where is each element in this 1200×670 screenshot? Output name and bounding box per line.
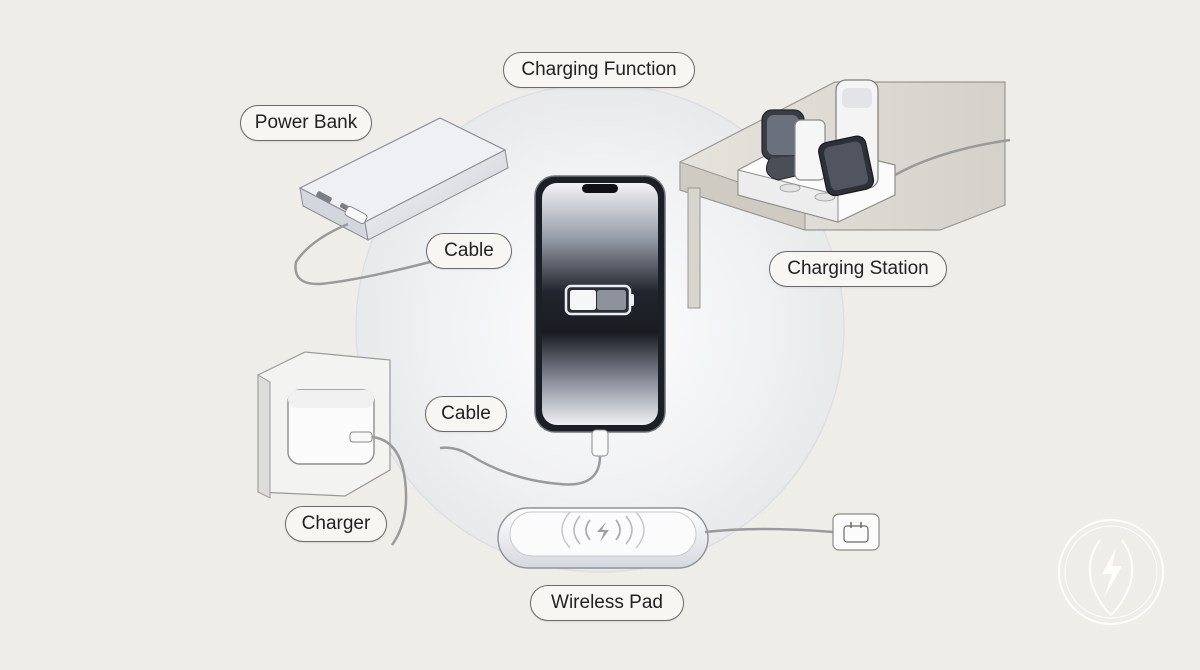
- label-charger: Charger: [285, 506, 387, 542]
- label-charging-function: Charging Function: [503, 52, 695, 88]
- smartphone-icon: [439, 175, 666, 486]
- power-bank-icon: [294, 117, 509, 286]
- label-charging-station: Charging Station: [769, 251, 947, 287]
- label-cable-top: Cable: [426, 233, 512, 269]
- charging-station-icon: [679, 79, 1011, 309]
- label-wireless-pad: Wireless Pad: [530, 585, 684, 621]
- label-cable-bottom: Cable: [425, 396, 507, 432]
- wall-charger-icon: [257, 351, 408, 546]
- label-power-bank: Power Bank: [240, 105, 372, 141]
- outlet-icon: [832, 513, 880, 551]
- wireless-pad-icon: [497, 507, 880, 569]
- battery-half-icon: [564, 284, 634, 316]
- lightning-bolt-icon: [1058, 519, 1164, 625]
